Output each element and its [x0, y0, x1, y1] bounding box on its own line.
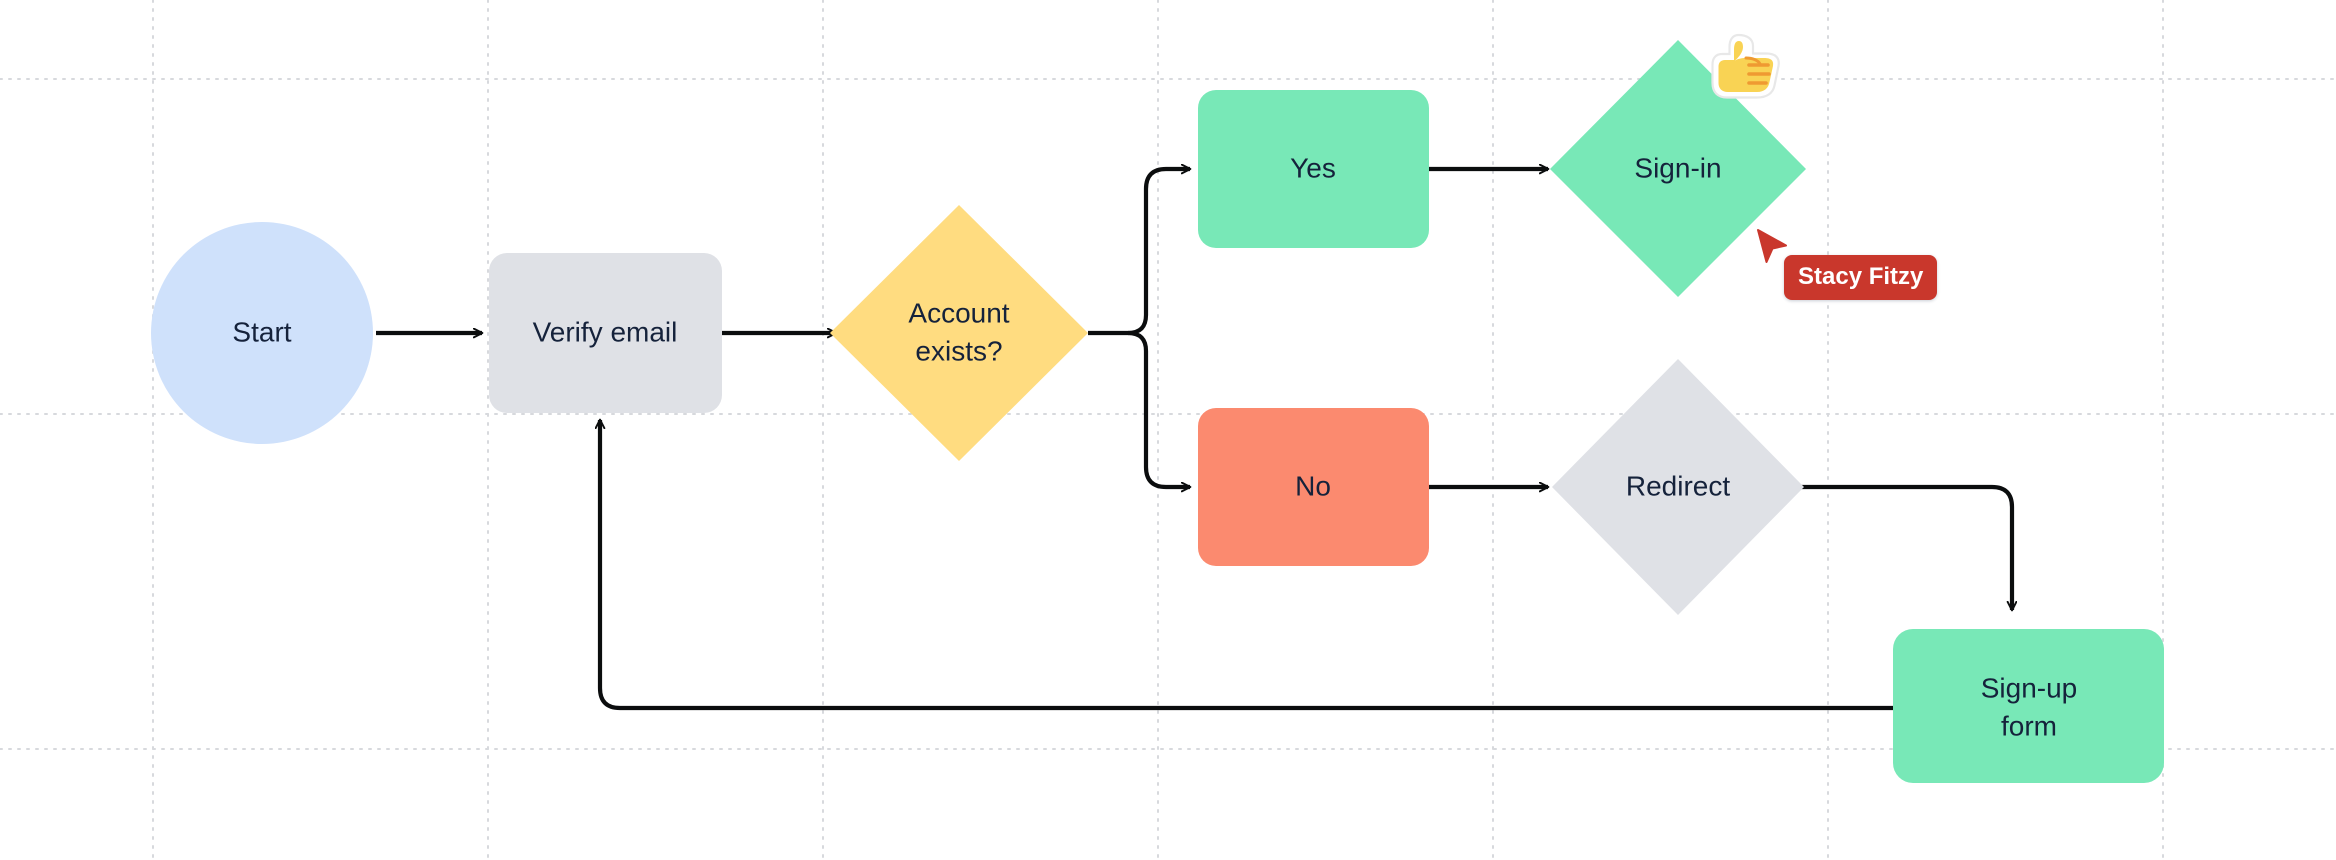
node-no[interactable]: No — [1198, 408, 1429, 566]
node-verify-email-shape[interactable] — [489, 253, 722, 413]
node-redirect[interactable]: Redirect — [1552, 359, 1804, 615]
node-signup-form-shape[interactable] — [1893, 629, 2164, 783]
node-start[interactable]: Start — [151, 222, 373, 444]
node-verify-email[interactable]: Verify email — [489, 253, 722, 413]
edge-account-to-no[interactable] — [1127, 330, 1190, 487]
thumbs-up-icon[interactable] — [1708, 26, 1784, 108]
edge-redirect-to-signupform[interactable] — [1800, 484, 2012, 610]
edge-signupform-to-verify[interactable] — [600, 420, 1893, 711]
node-no-shape[interactable] — [1198, 408, 1429, 566]
node-yes[interactable]: Yes — [1198, 90, 1429, 248]
node-start-shape[interactable] — [151, 222, 373, 444]
connector-layer — [376, 169, 2012, 711]
edge-account-to-yes[interactable] — [1127, 169, 1190, 336]
collaborator-name-badge: Stacy Fitzy — [1784, 255, 1938, 300]
node-signup-form[interactable]: Sign-up form — [1893, 629, 2164, 783]
node-account-exists[interactable]: Account exists? — [830, 205, 1088, 461]
node-yes-shape[interactable] — [1198, 90, 1429, 248]
node-signin-shape[interactable] — [1550, 40, 1806, 297]
node-account-exists-shape[interactable] — [830, 205, 1088, 461]
node-redirect-shape[interactable] — [1552, 359, 1804, 615]
